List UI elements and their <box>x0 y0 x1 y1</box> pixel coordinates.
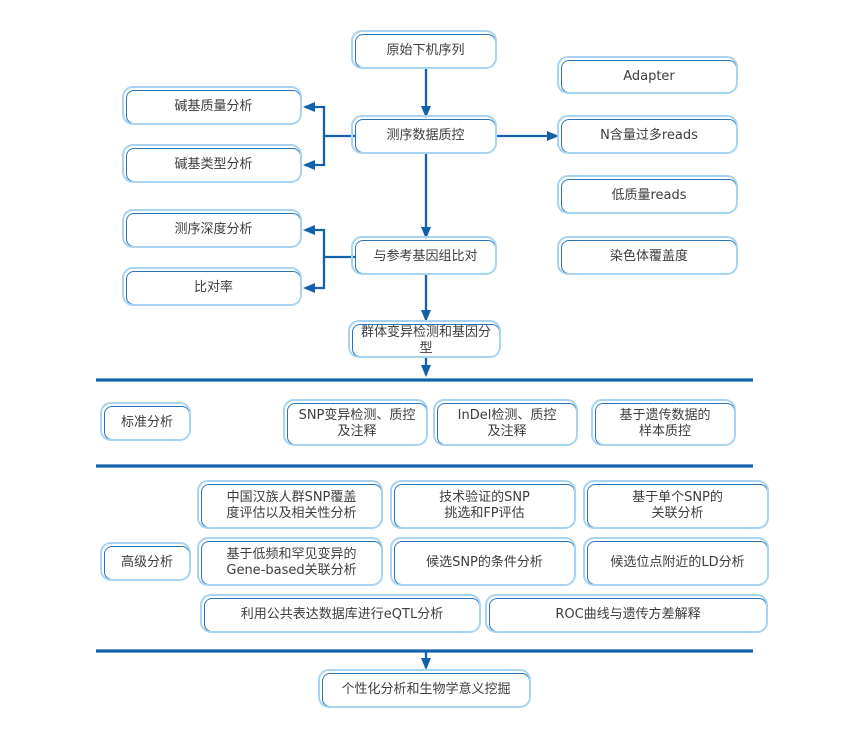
node-label: 低质量reads <box>611 188 687 204</box>
section-label-text: 标准分析 <box>120 415 173 431</box>
node-han-snp-coverage: 中国汉族人群SNP覆盖 度评估以及相关性分析 <box>197 480 383 529</box>
node-label: N含量过多reads <box>600 128 698 144</box>
node-label: 技术验证的SNP 挑选和FP评估 <box>439 490 530 521</box>
node-label: 中国汉族人群SNP覆盖 度评估以及相关性分析 <box>226 490 357 521</box>
node-label: 测序数据质控 <box>386 128 465 144</box>
node-adapter: Adapter <box>557 56 738 94</box>
arrow-lines <box>303 68 559 670</box>
node-label: 碱基类型分析 <box>174 157 253 173</box>
node-label: Adapter <box>623 68 675 84</box>
node-label: 基于单个SNP的 关联分析 <box>632 490 723 521</box>
node-label: ROC曲线与遗传方差解释 <box>555 607 701 623</box>
node-label: 个性化分析和生物学意义挖掘 <box>341 682 511 698</box>
node-indel-detection-annotation: InDel检测、质控 及注释 <box>433 399 578 446</box>
section-separators <box>96 378 753 653</box>
node-label: 候选SNP的条件分析 <box>426 555 543 571</box>
node-seq-data-qc: 测序数据质控 <box>351 115 497 154</box>
section-label-text: 高级分析 <box>120 555 173 571</box>
node-align-reference: 与参考基因组比对 <box>351 236 497 275</box>
node-tech-validated-snp: 技术验证的SNP 挑选和FP评估 <box>390 480 576 529</box>
node-base-type: 碱基类型分析 <box>122 144 302 183</box>
node-base-quality: 碱基质量分析 <box>122 86 302 125</box>
node-roc-heritability: ROC曲线与遗传方差解释 <box>485 594 768 633</box>
node-label: 利用公共表达数据库进行eQTL分析 <box>240 607 444 623</box>
node-mapping-rate: 比对率 <box>122 267 302 306</box>
node-single-snp-association: 基于单个SNP的 关联分析 <box>583 480 769 529</box>
node-label: SNP变异检测、质控 及注释 <box>298 408 416 439</box>
node-label: 染色体覆盖度 <box>609 249 688 265</box>
node-candidate-loci-ld: 候选位点附近的LD分析 <box>583 537 769 586</box>
node-personalized-analysis: 个性化分析和生物学意义挖掘 <box>318 669 531 708</box>
node-raw-sequence: 原始下机序列 <box>351 30 497 69</box>
node-label: 候选位点附近的LD分析 <box>610 555 745 571</box>
node-label: 基于遗传数据的 样本质控 <box>619 408 711 439</box>
node-label: 比对率 <box>193 280 233 296</box>
node-seq-depth: 测序深度分析 <box>122 209 302 248</box>
node-genetic-sample-qc: 基于遗传数据的 样本质控 <box>591 399 736 446</box>
section-label-advanced-analysis: 高级分析 <box>100 542 191 581</box>
node-label: InDel检测、质控 及注释 <box>457 408 557 439</box>
section-label-standard-analysis: 标准分析 <box>100 402 191 441</box>
node-label: 测序深度分析 <box>174 222 253 238</box>
node-label: 原始下机序列 <box>386 43 465 59</box>
node-snp-detection-annotation: SNP变异检测、质控 及注释 <box>283 399 428 446</box>
node-n-content-reads: N含量过多reads <box>557 115 738 154</box>
node-gene-based-association: 基于低频和罕见变异的 Gene-based关联分析 <box>197 537 383 586</box>
node-chromosome-coverage: 染色体覆盖度 <box>557 236 738 275</box>
node-eqtl-analysis: 利用公共表达数据库进行eQTL分析 <box>200 594 481 633</box>
node-low-quality-reads: 低质量reads <box>557 175 738 214</box>
node-candidate-snp-conditional: 候选SNP的条件分析 <box>390 537 576 586</box>
node-variant-genotyping: 群体变异检测和基因分型 <box>348 320 501 358</box>
node-label: 群体变异检测和基因分型 <box>360 324 491 356</box>
node-label: 碱基质量分析 <box>174 99 253 115</box>
node-label: 与参考基因组比对 <box>373 249 478 265</box>
node-label: 基于低频和罕见变异的 Gene-based关联分析 <box>226 547 357 578</box>
